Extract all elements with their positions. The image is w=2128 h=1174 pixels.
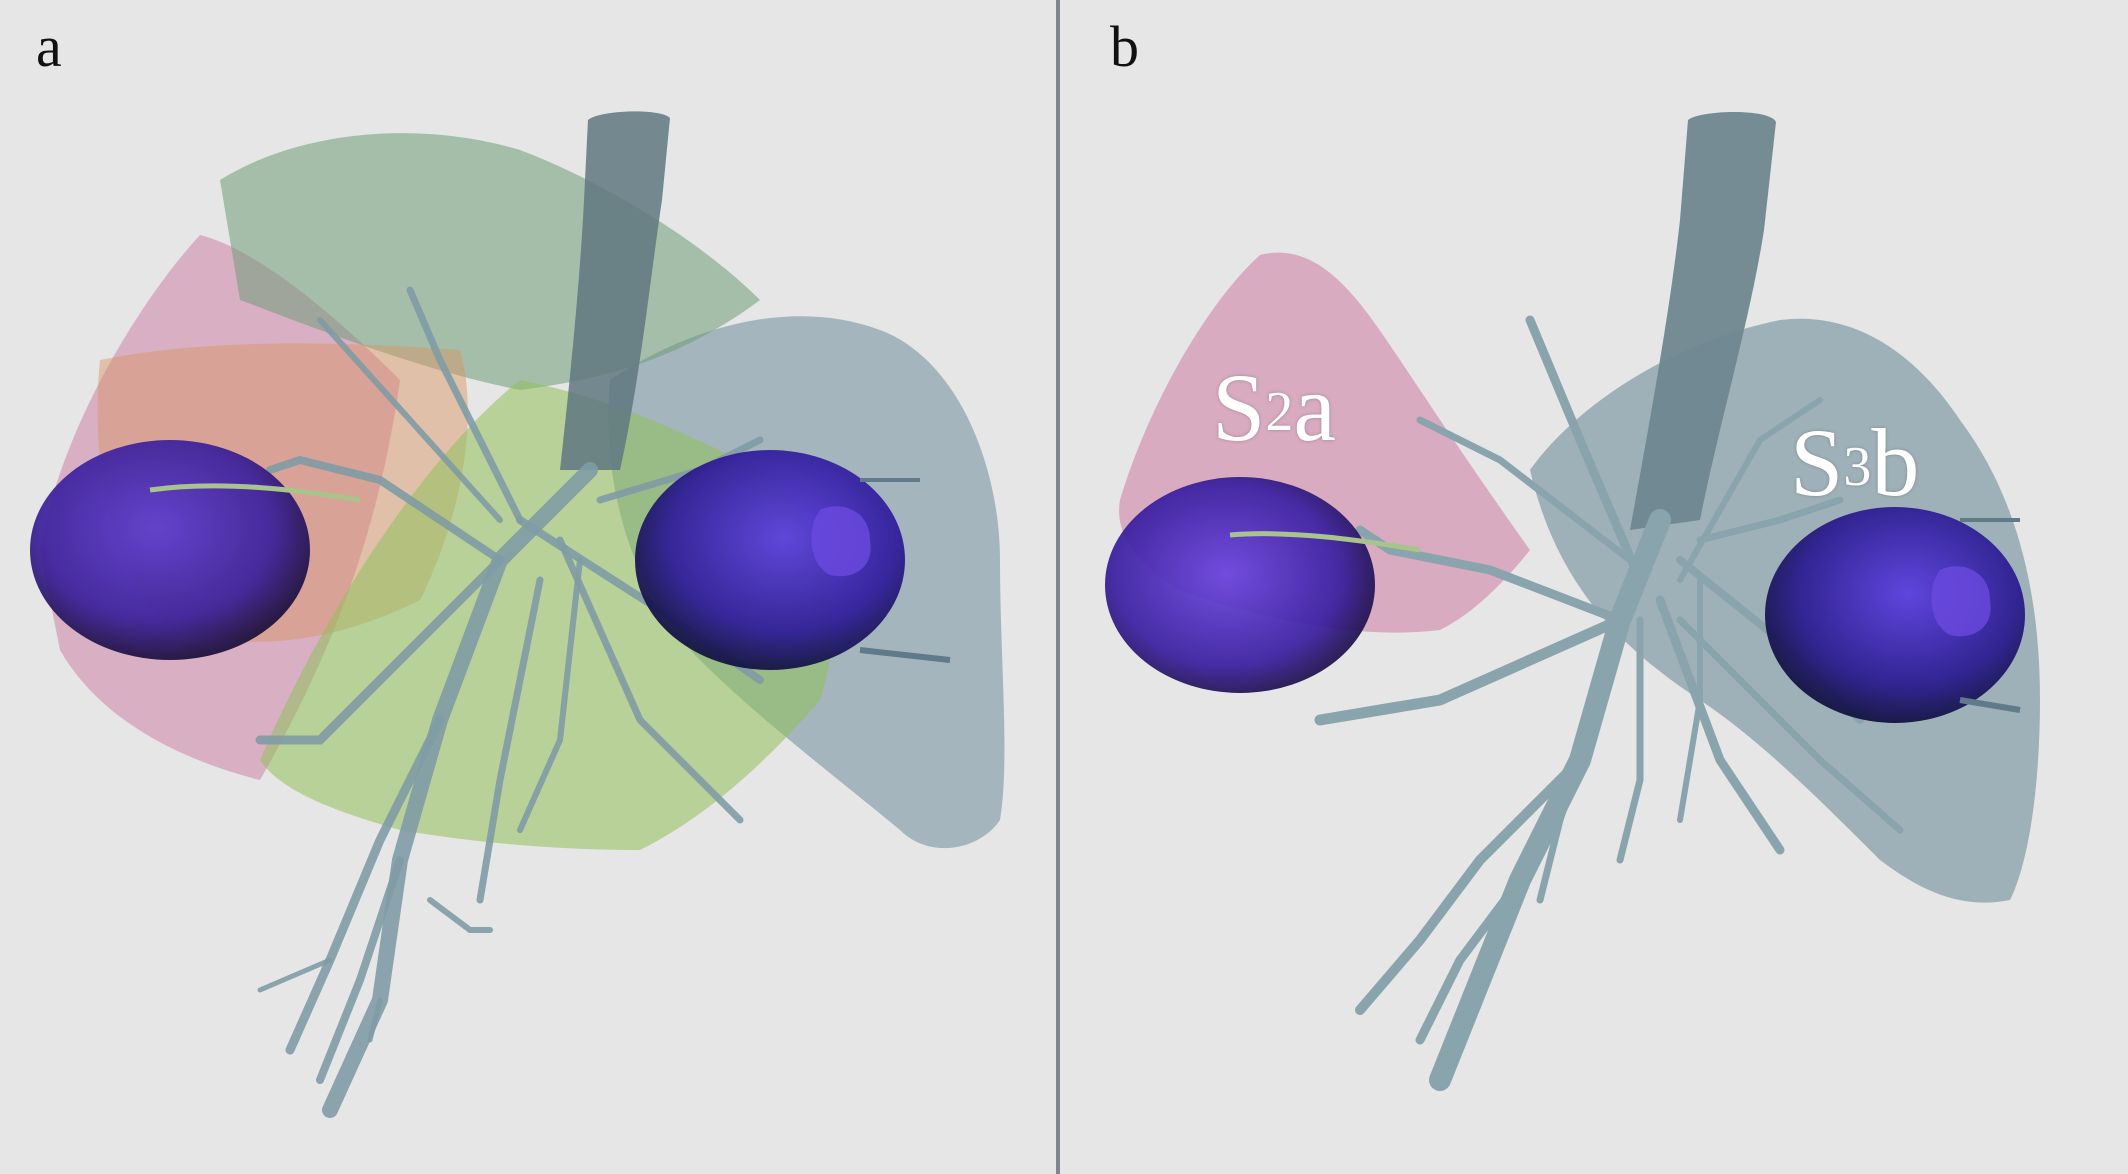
segment-label-s2a-superscript: 2 — [1265, 381, 1294, 443]
bronchus-left — [1229, 531, 1421, 553]
panel-divider — [1056, 0, 1060, 1174]
panel-b-illustration — [1105, 112, 2040, 1091]
segment-label-s2a-suffix: a — [1293, 354, 1336, 461]
segment-label-s2a: S2a — [1212, 360, 1336, 456]
panel-a-illustration — [30, 111, 1005, 1118]
nodule-right — [635, 450, 905, 670]
trachea — [560, 111, 670, 471]
segment-label-s3b-letter: S — [1790, 409, 1844, 516]
airway-tree — [255, 286, 764, 1118]
panel-b-label: b — [1110, 14, 1139, 79]
panel-a-label: a — [36, 14, 62, 79]
segment-label-s3b-suffix: b — [1871, 409, 1920, 516]
nodule-left — [1105, 477, 1375, 693]
vessel-right-2 — [1959, 697, 2021, 713]
panel-b: b S2a S3b — [1060, 0, 2128, 1174]
nodule-left — [30, 440, 310, 660]
nodule-texture — [811, 506, 871, 577]
bronchus-left — [149, 483, 361, 503]
segment-label-s3b-superscript: 3 — [1843, 436, 1872, 498]
segment-label-s2a-letter: S — [1212, 354, 1266, 461]
segment-label-s3b: S3b — [1790, 415, 1919, 511]
nodule-texture — [1931, 566, 1991, 637]
trachea — [1630, 112, 1776, 530]
vessel-right-2 — [859, 647, 951, 663]
panel-a: a — [0, 0, 1056, 1174]
airway-tree — [1314, 315, 1904, 1091]
nodule-right — [1765, 507, 2025, 723]
